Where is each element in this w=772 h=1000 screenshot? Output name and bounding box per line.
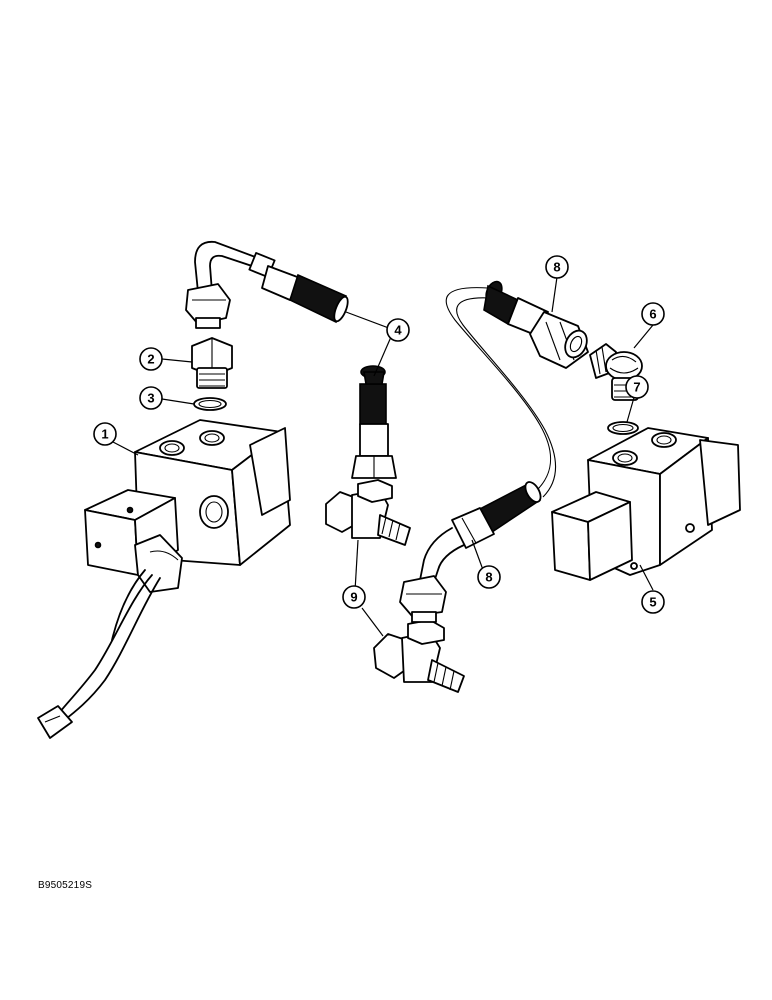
drawing-code: B9505219S <box>38 880 93 891</box>
callout-label: 4 <box>394 323 402 338</box>
valve-block-left <box>37 419 291 739</box>
callout-8-lower: 8 <box>477 565 501 589</box>
callout-2: 2 <box>139 347 163 371</box>
callout-8-upper: 8 <box>545 255 569 279</box>
callout-5: 5 <box>641 590 665 614</box>
callout-6: 6 <box>641 302 665 326</box>
fitting-2 <box>191 337 233 389</box>
hose-assembly-8-lower <box>399 287 557 623</box>
callout-label: 3 <box>147 391 154 406</box>
valve-block-right <box>551 427 741 581</box>
callout-label: 2 <box>147 352 154 367</box>
hose-assembly-8-upper <box>483 280 589 369</box>
leader-lines <box>112 276 654 637</box>
o-ring-3 <box>193 397 227 411</box>
tee-fitting-upper <box>325 479 411 546</box>
callout-label: 8 <box>553 260 560 275</box>
callout-label: 1 <box>101 427 108 442</box>
tube-assembly-4 <box>185 240 397 479</box>
callout-9: 9 <box>342 585 366 609</box>
callout-4: 4 <box>386 318 410 342</box>
callout-1: 1 <box>93 422 117 446</box>
tee-fitting-lower <box>373 619 465 693</box>
o-ring-7 <box>607 421 639 435</box>
callout-label: 8 <box>485 570 492 585</box>
callout-label: 9 <box>350 590 357 605</box>
callout-label: 6 <box>649 307 656 322</box>
callout-3: 3 <box>139 386 163 410</box>
callout-label: 5 <box>649 595 656 610</box>
callout-7: 7 <box>625 375 649 399</box>
callout-label: 7 <box>633 380 640 395</box>
